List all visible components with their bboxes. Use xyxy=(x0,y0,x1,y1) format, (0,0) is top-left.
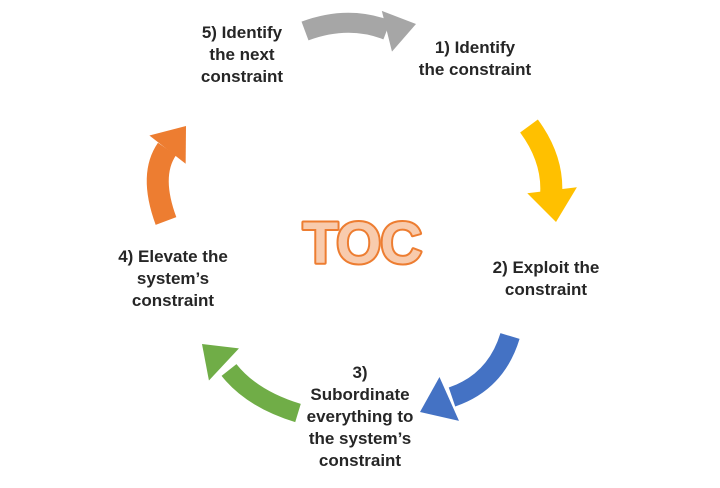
arrow-step4-to-step5 xyxy=(146,126,186,225)
arrow-step5-to-step1 xyxy=(301,10,416,52)
step-5-label: 5) Identify the next constraint xyxy=(200,23,284,86)
step-3-label: 3) Subordinate everything to the system’… xyxy=(306,363,414,470)
arrow-step4-to-step5-head xyxy=(149,126,186,164)
arrow-step1-to-step2-band xyxy=(519,119,563,197)
arrow-step2-to-step3-band xyxy=(448,332,520,407)
arrow-step3-to-step4 xyxy=(202,344,301,423)
arrow-step2-to-step3-head xyxy=(420,377,459,421)
arrow-step1-to-step2 xyxy=(519,119,577,222)
step-2-label: 2) Exploit the constraint xyxy=(492,258,600,299)
step-1-label: 1) Identify the constraint xyxy=(418,38,532,79)
toc-center-label: TOC xyxy=(303,211,421,276)
arrow-step2-to-step3 xyxy=(420,332,520,421)
arrow-step3-to-step4-head xyxy=(202,344,239,381)
arrow-step1-to-step2-head xyxy=(527,187,577,222)
arrow-step5-to-step1-head xyxy=(381,10,416,52)
arrow-step5-to-step1-band xyxy=(301,12,391,41)
arrow-step4-to-step5-band xyxy=(146,142,177,225)
step-4-label: 4) Elevate the system’s constraint xyxy=(118,247,228,310)
arrow-step3-to-step4-band xyxy=(221,363,301,423)
